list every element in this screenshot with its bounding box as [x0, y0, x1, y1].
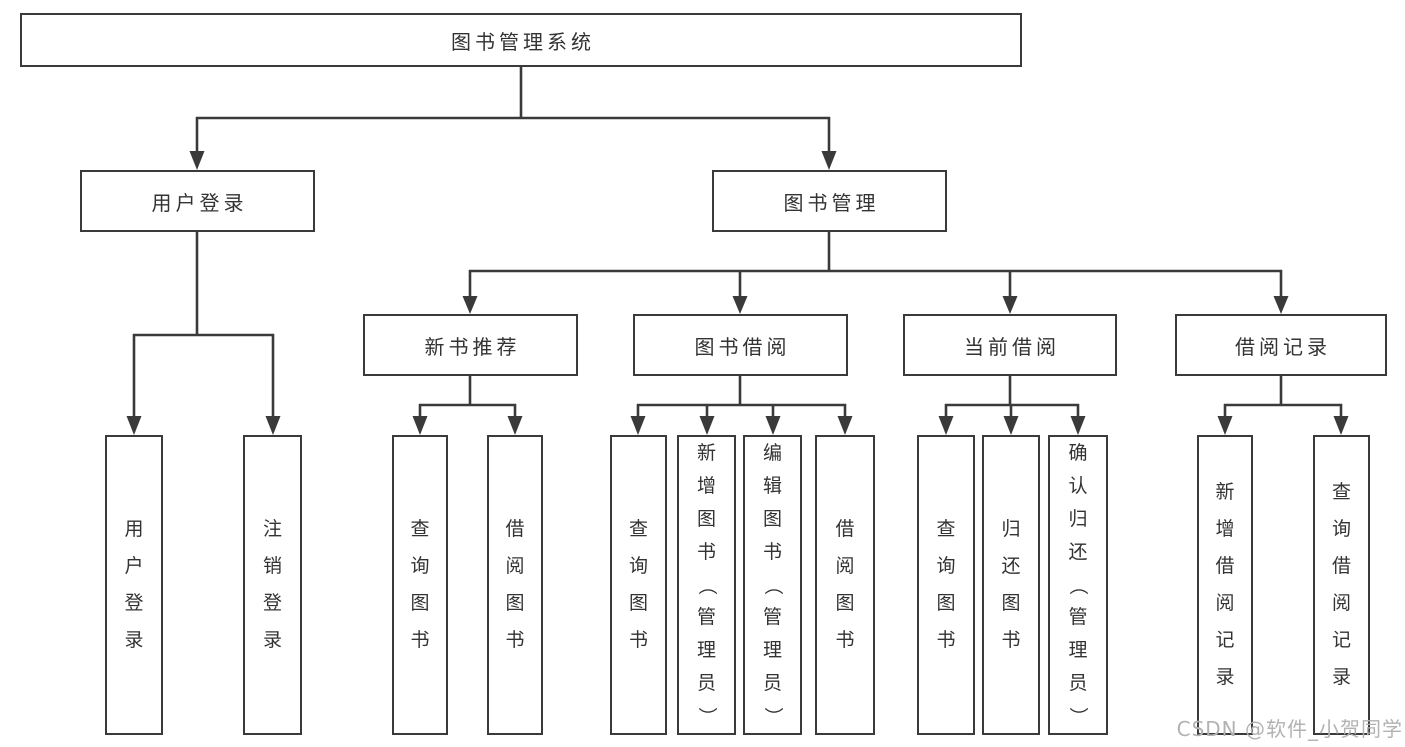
arrow-down-icon: [1003, 416, 1019, 435]
node-new-book-recommend: 新书推荐: [363, 314, 578, 376]
leaf-current-confirm-return-admin-label: 确认归还（管理员）: [1067, 441, 1090, 727]
arrow-down-icon: [1070, 416, 1086, 435]
leaf-borrow-borrow-books: 借阅图书: [815, 435, 875, 735]
node-book-borrow: 图书借阅: [633, 314, 848, 376]
arrow-down-icon: [1333, 416, 1349, 435]
leaf-records-add-record-label: 新增借阅记录: [1215, 481, 1235, 688]
node-borrow-records: 借阅记录: [1175, 314, 1387, 376]
node-current-borrow: 当前借阅: [903, 314, 1117, 376]
leaf-borrow-edit-books-admin: 编辑图书（管理员）: [743, 435, 802, 735]
arrow-down-icon: [938, 416, 954, 435]
arrow-down-icon: [837, 416, 853, 435]
leaf-current-query-books: 查询图书: [917, 435, 975, 735]
csdn-watermark: CSDN @软件_小贺同学: [1176, 717, 1403, 741]
arrow-down-icon: [126, 416, 142, 435]
arrow-down-icon: [699, 416, 715, 435]
leaf-recommend-borrow-books: 借阅图书: [487, 435, 543, 735]
arrow-down-icon: [507, 416, 523, 435]
arrow-down-icon: [630, 416, 646, 435]
node-user-login-label: 用户登录: [151, 190, 248, 215]
leaf-borrow-edit-books-admin-label: 编辑图书（管理员）: [762, 441, 784, 727]
leaf-current-return-books: 归还图书: [982, 435, 1040, 735]
arrow-down-icon: [821, 151, 837, 170]
leaf-current-confirm-return-admin: 确认归还（管理员）: [1048, 435, 1108, 735]
arrow-down-icon: [1273, 296, 1289, 314]
leaf-records-query-record-label: 查询借阅记录: [1331, 481, 1351, 688]
leaf-records-query-record: 查询借阅记录: [1313, 435, 1370, 735]
leaf-current-return-books-label: 归还图书: [1001, 518, 1021, 651]
leaf-borrow-borrow-books-label: 借阅图书: [835, 518, 855, 651]
arrow-down-icon: [1002, 296, 1018, 314]
node-borrow-records-label: 借阅记录: [1235, 334, 1331, 359]
leaf-borrow-add-books-admin: 新增图书（管理员）: [677, 435, 736, 735]
leaf-records-add-record: 新增借阅记录: [1197, 435, 1253, 735]
leaf-recommend-borrow-books-label: 借阅图书: [505, 518, 525, 651]
node-user-login: 用户登录: [80, 170, 315, 232]
arrow-down-icon: [412, 416, 428, 435]
node-root: 图书管理系统: [20, 13, 1022, 67]
leaf-logout-login: 注销登录: [243, 435, 302, 735]
node-current-borrow-label: 当前借阅: [964, 334, 1060, 359]
arrow-down-icon: [462, 296, 478, 314]
leaf-borrow-query-books-label: 查询图书: [628, 518, 648, 651]
arrow-down-icon: [732, 296, 748, 314]
node-book-management-label: 图书管理: [783, 190, 880, 215]
arrow-down-icon: [265, 416, 281, 435]
arrow-down-icon: [1217, 416, 1233, 435]
leaf-user-login: 用户登录: [105, 435, 163, 735]
leaf-current-query-books-label: 查询图书: [936, 518, 956, 651]
node-new-book-recommend-label: 新书推荐: [424, 334, 521, 359]
leaf-borrow-add-books-admin-label: 新增图书（管理员）: [696, 441, 718, 727]
leaf-logout-login-label: 注销登录: [262, 518, 282, 651]
leaf-borrow-query-books: 查询图书: [610, 435, 667, 735]
leaf-user-login-label: 用户登录: [124, 518, 144, 651]
node-book-management: 图书管理: [712, 170, 947, 232]
arrow-down-icon: [765, 416, 781, 435]
leaf-recommend-query-books-label: 查询图书: [410, 518, 430, 651]
node-book-borrow-label: 图书借阅: [694, 334, 791, 359]
arrow-down-icon: [189, 151, 205, 170]
leaf-recommend-query-books: 查询图书: [392, 435, 448, 735]
node-root-label: 图书管理系统: [451, 29, 595, 54]
